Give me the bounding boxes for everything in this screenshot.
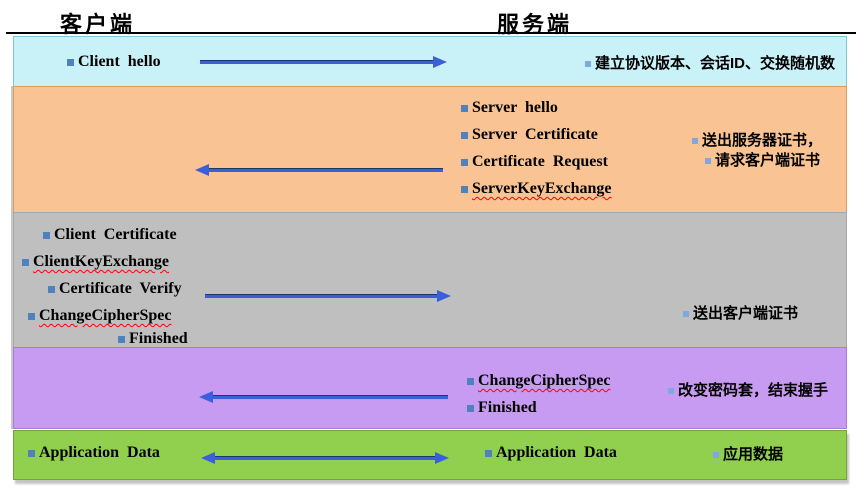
server-column-header: 服务端	[497, 12, 573, 37]
phase5-appdata-band	[13, 430, 847, 480]
message-label: Certificate Request	[472, 153, 608, 170]
message-label: Application Data	[39, 444, 160, 461]
square-bullet-icon	[28, 449, 35, 457]
note-label: 请求客户端证书	[715, 152, 821, 169]
client-message-row: Client hello	[67, 53, 161, 71]
arrow-line	[205, 294, 440, 298]
square-bullet-icon	[22, 258, 29, 266]
arrow-line	[210, 395, 448, 399]
arrow-head-icon	[435, 452, 449, 464]
arrow-head-icon	[195, 164, 209, 176]
square-bullet-icon	[461, 131, 468, 139]
client-message-row: Application Data	[28, 444, 160, 462]
message-label: ChangeCipherSpec	[39, 307, 172, 324]
message-label: Client Certificate	[54, 226, 177, 243]
square-bullet-icon	[48, 285, 55, 293]
server-message-row: ServerKeyExchange	[461, 180, 612, 198]
message-label: Finished	[478, 399, 537, 416]
square-bullet-icon	[461, 104, 468, 112]
client-message-row: Certificate Verify	[48, 280, 182, 298]
message-label: Application Data	[496, 444, 617, 461]
phase1-note-row: 建立协议版本、会话ID、交换随机数	[585, 55, 835, 73]
server-message-row: ChangeCipherSpec	[467, 372, 610, 390]
arrow-head-icon	[201, 452, 215, 464]
note-label: 建立协议版本、会话ID、交换随机数	[595, 55, 836, 72]
phase2-server-band	[13, 86, 847, 214]
square-bullet-icon	[28, 312, 35, 320]
message-label: Finished	[129, 330, 188, 347]
message-label: Certificate Verify	[59, 280, 182, 297]
message-label: ServerKeyExchange	[472, 180, 612, 197]
arrow-line	[212, 456, 438, 460]
note-label: 应用数据	[723, 446, 784, 463]
square-bullet-icon	[585, 61, 591, 67]
client-message-row: ClientKeyExchange	[22, 253, 169, 271]
square-bullet-icon	[461, 158, 468, 166]
arrow-line	[200, 60, 436, 64]
note-label: 送出服务器证书，	[702, 132, 823, 149]
square-bullet-icon	[668, 388, 674, 394]
arrow-both-icon	[201, 451, 449, 465]
phase4-note-row: 改变密码套，结束握手	[668, 382, 828, 400]
square-bullet-icon	[467, 404, 474, 412]
server-message-row: Application Data	[485, 444, 617, 462]
square-bullet-icon	[43, 231, 50, 239]
square-bullet-icon	[485, 449, 492, 457]
client-message-row: Client Certificate	[43, 226, 177, 244]
square-bullet-icon	[461, 185, 468, 193]
square-bullet-icon	[683, 311, 689, 317]
message-label: Server hello	[472, 99, 558, 116]
server-message-row: Server Certificate	[461, 126, 598, 144]
square-bullet-icon	[467, 377, 474, 385]
arrow-head-icon	[199, 391, 213, 403]
message-label: ClientKeyExchange	[33, 253, 169, 270]
client-message-row: ChangeCipherSpec	[28, 307, 171, 325]
arrow-line	[206, 168, 443, 172]
square-bullet-icon	[713, 452, 719, 458]
phase2-note-row: 送出服务器证书，	[692, 132, 822, 150]
header-divider-line	[6, 32, 856, 34]
phase3-note-row: 送出客户端证书	[683, 305, 798, 323]
square-bullet-icon	[692, 138, 698, 144]
phase4-finish-band	[13, 347, 847, 429]
square-bullet-icon	[67, 58, 74, 66]
client-message-row: Finished	[118, 330, 188, 348]
message-label: ChangeCipherSpec	[478, 372, 611, 389]
server-message-row: Finished	[467, 399, 537, 417]
server-message-row: Server hello	[461, 99, 558, 117]
arrow-left-icon	[199, 390, 448, 404]
phase3-client-band	[13, 212, 847, 349]
phase2-note-row: 请求客户端证书	[705, 152, 820, 170]
message-label: Server Certificate	[472, 126, 598, 143]
note-label: 改变密码套，结束握手	[678, 382, 829, 399]
arrow-head-icon	[433, 56, 447, 68]
note-label: 送出客户端证书	[693, 305, 799, 322]
arrow-right-icon	[200, 55, 447, 69]
arrow-head-icon	[437, 290, 451, 302]
client-column-header: 客户端	[60, 12, 136, 37]
message-label: Client hello	[78, 53, 161, 70]
square-bullet-icon	[705, 158, 711, 164]
server-message-row: Certificate Request	[461, 153, 608, 171]
arrow-left-icon	[195, 163, 443, 177]
square-bullet-icon	[118, 335, 125, 343]
arrow-right-icon	[205, 289, 451, 303]
phase5-note-row: 应用数据	[713, 446, 783, 464]
